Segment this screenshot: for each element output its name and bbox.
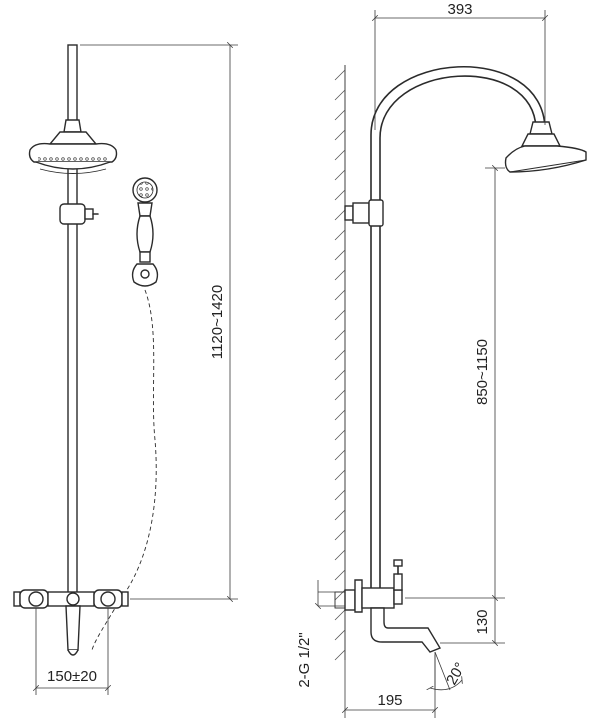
side-view: 393 850~1150 130 2-G 1/2" 195 xyxy=(296,1,587,718)
riser-arc-inner xyxy=(379,75,537,591)
spout-angle-indicator xyxy=(430,651,462,690)
spout-projection-label: 195 xyxy=(377,692,402,709)
mixer-side xyxy=(334,559,442,653)
inlet-spacing-label: 150±20 xyxy=(47,668,97,685)
riser-arc-outer xyxy=(370,65,546,591)
inlet-spacing-dimension xyxy=(36,608,108,695)
front-view: 1120~1420 150±20 xyxy=(13,45,238,695)
hand-shower-holder xyxy=(131,263,159,287)
hose xyxy=(91,289,157,651)
height-dimension xyxy=(80,45,238,599)
shower-head-side xyxy=(504,121,587,173)
mixer-front xyxy=(13,589,129,656)
reach-dimension xyxy=(375,10,545,130)
thread-spec-label: 2-G 1/2" xyxy=(296,632,313,687)
wall xyxy=(334,65,346,661)
inlet-height-label: 130 xyxy=(474,609,491,634)
height-range-label: 1120~1420 xyxy=(209,285,226,359)
shower-head-front xyxy=(28,131,118,174)
reach-label: 393 xyxy=(447,1,472,18)
head-connector xyxy=(63,119,82,133)
hand-shower xyxy=(132,177,158,263)
spout-angle-label: 20° xyxy=(443,660,469,688)
thread-leader xyxy=(318,580,345,606)
spout-height-dimension xyxy=(405,168,505,643)
side-wall-bracket xyxy=(344,199,384,227)
spout-height-label: 850~1150 xyxy=(474,339,491,405)
wall-bracket-clamp xyxy=(59,203,99,225)
